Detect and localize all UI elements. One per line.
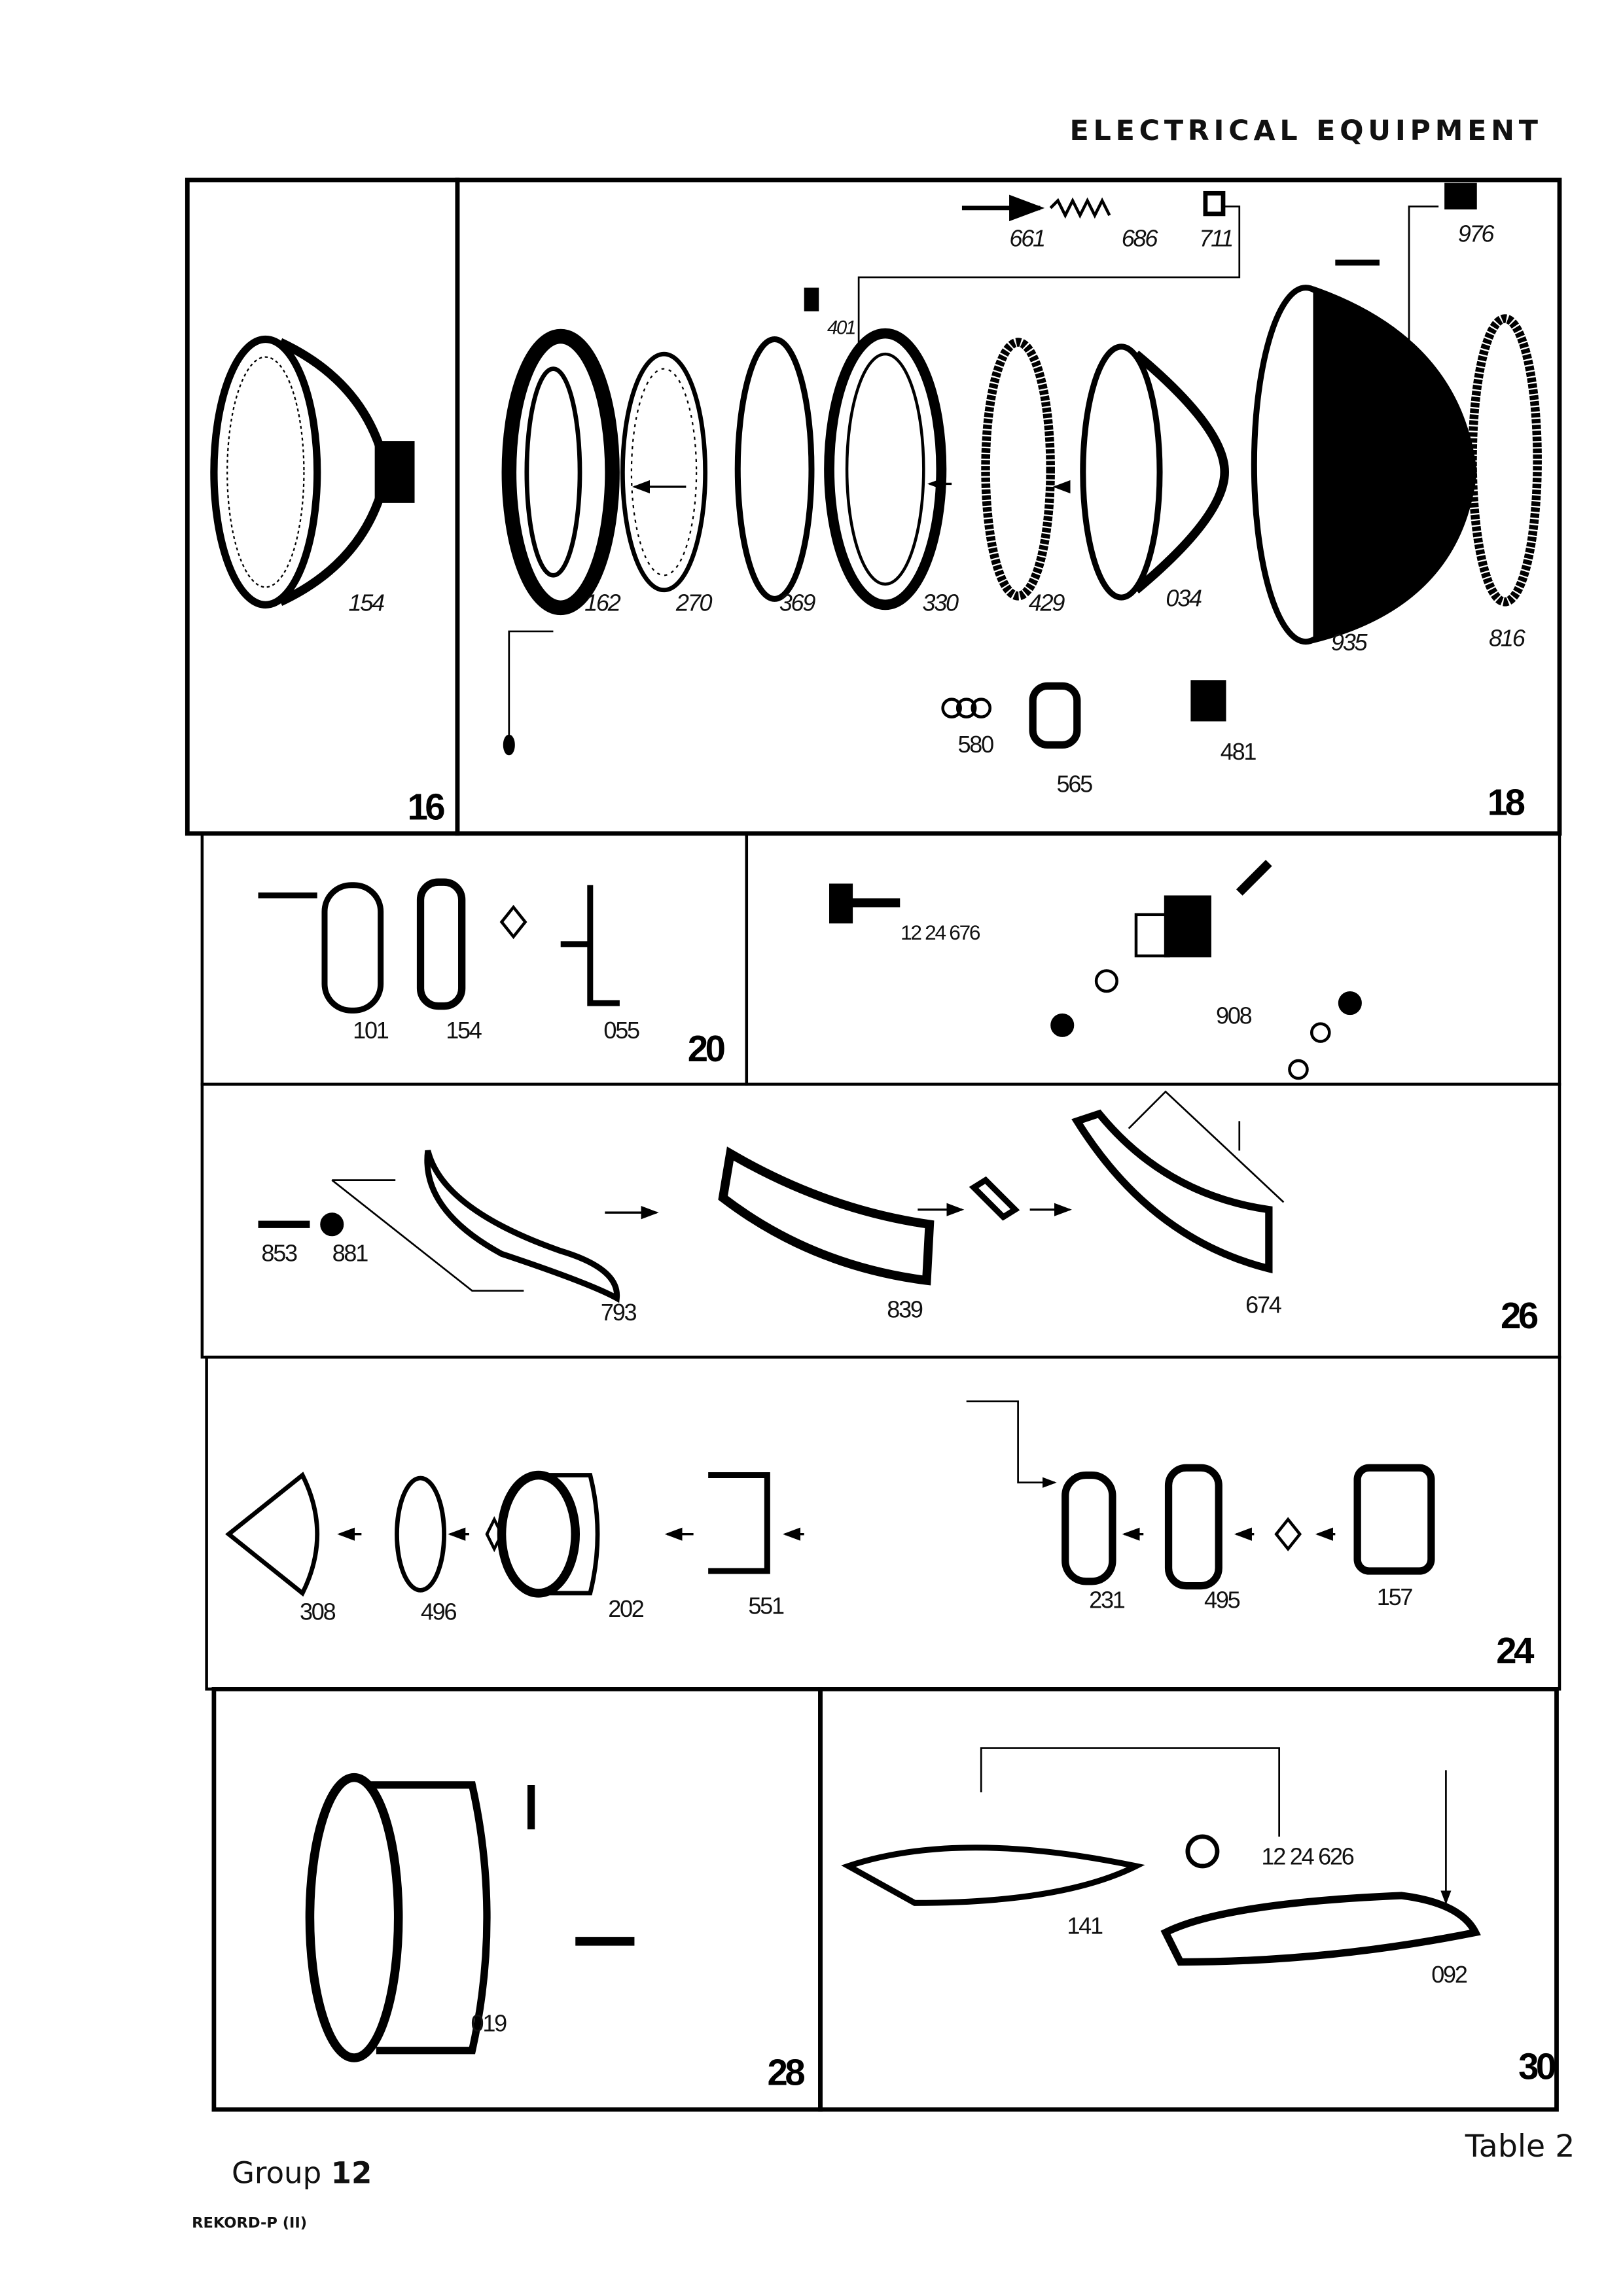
panel-frame-16 [185,177,460,836]
lamp-231 [1061,1471,1116,1585]
part-label: 162 [584,592,621,617]
part-label: 231 [1089,1589,1126,1614]
gasket-839 [718,1146,935,1286]
lens-270 [620,351,708,593]
table-number: Table 2 [1465,2128,1575,2164]
part-label: 495 [1204,1589,1241,1614]
panel-number: 28 [767,2053,806,2094]
group-label: Group 12 [232,2155,372,2191]
panel-frame-26 [200,1082,1561,1359]
part-label: 270 [675,592,713,617]
gasket-429 [981,338,1055,601]
part-label: 019 [471,2012,508,2038]
part-label: 839 [887,1298,923,1324]
part-label: 935 [1330,631,1368,657]
model-name: REKORD-P (II) [192,2216,308,2233]
panel-number: 24 [1496,1631,1534,1672]
lamp-base-092 [1160,1892,1481,1966]
housing-202 [497,1470,600,1598]
housing-935 [1251,285,1477,645]
part-label: 401 [827,316,856,339]
part-label: 369 [779,592,816,617]
part-label: 816 [1489,627,1525,652]
panel-frame-22 [745,832,1561,1086]
bracket-551 [708,1472,770,1574]
screw-12-24-676 [829,883,901,924]
group-number: 12 [330,2155,372,2191]
part-label: 580 [957,733,995,758]
socket-565 [1029,682,1081,749]
panel-number: 30 [1518,2047,1556,2089]
lamp-101 [321,882,384,1014]
rim-162 [501,328,620,616]
part-label: 908 [1216,1004,1253,1030]
panel-number: 20 [687,1029,726,1070]
part-label: 565 [1056,773,1094,798]
part-label: 496 [420,1600,457,1626]
group-text: Group [231,2155,322,2191]
part-label: 976 [1457,222,1495,248]
part-label: 853 [261,1242,298,1267]
part-label: 429 [1028,592,1065,617]
rim-330 [824,328,947,610]
part-label: 12 24 676 [901,920,980,944]
part-label: 308 [299,1600,336,1626]
part-label: 711 [1199,227,1234,253]
section-title: ELECTRICAL EQUIPMENT [1069,115,1543,148]
bracket-055 [560,885,620,1006]
part-label: 881 [332,1242,369,1267]
part-label: 551 [748,1595,785,1620]
bulb-holder-481 [1190,680,1226,722]
part-label: 686 [1121,227,1158,253]
part-label: 330 [922,592,959,617]
lens-308 [225,1472,320,1597]
part-label: 157 [1376,1585,1414,1611]
gasket-495 [1164,1464,1222,1590]
part-label: 674 [1245,1294,1282,1319]
part-label: 154 [348,592,385,617]
part-label: 793 [600,1301,637,1326]
ring-369 [734,336,815,602]
part-label: 055 [603,1019,640,1045]
part-label: 034 [1166,587,1202,612]
reflector-034 [1080,344,1229,601]
panel-frame-30 [818,1687,1559,2112]
lamp-019 [305,1773,491,2062]
panel-number: 18 [1487,783,1525,824]
part-label: 092 [1431,1963,1468,1989]
lens-141 [841,1845,1145,1906]
panel-frame-28 [211,1687,823,2112]
part-label: 154 [446,1019,482,1045]
panel-number: 16 [407,786,445,828]
switch-908 [1050,860,1362,1080]
gasket-496 [395,1475,446,1593]
part-label: 202 [608,1597,645,1623]
spring-580 [941,698,992,718]
part-label: 661 [1009,227,1046,253]
panel-frame-20 [200,832,749,1086]
gasket-154 [416,878,466,1010]
lens-793 [424,1150,620,1303]
part-label: 481 [1220,740,1257,766]
part-label: 101 [353,1019,389,1045]
lamp-body-674 [1071,1109,1273,1274]
part-label: 141 [1067,1915,1103,1940]
panel-number: 26 [1501,1296,1539,1337]
part-label: 12 24 626 [1261,1845,1354,1871]
housing-157 [1353,1464,1435,1575]
headlamp-assembly-154 [210,335,415,609]
gasket-816 [1468,314,1542,607]
